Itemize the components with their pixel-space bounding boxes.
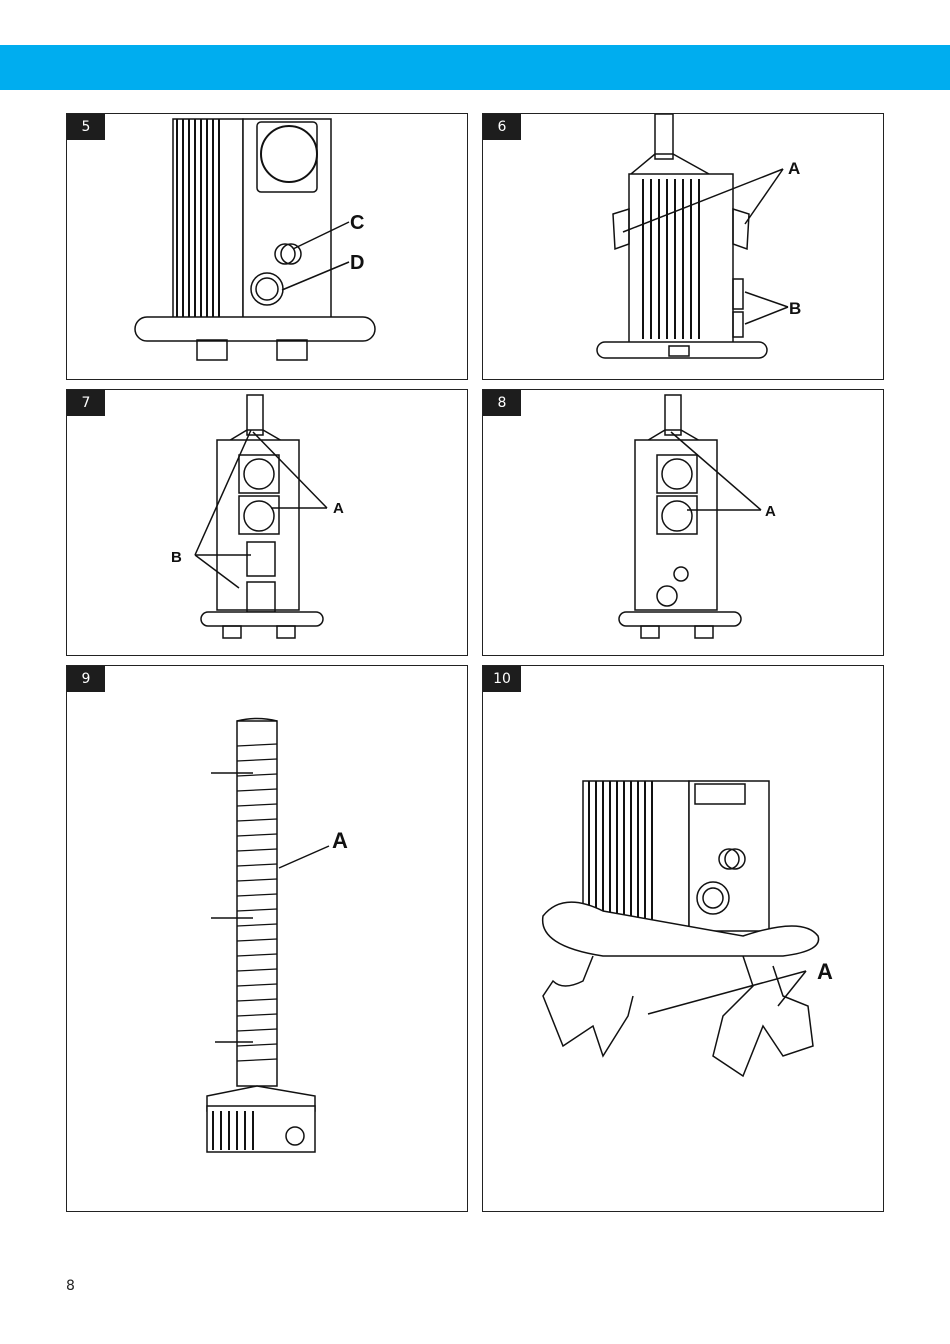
callout-label: A xyxy=(817,959,833,984)
figure-panel-10: 10 A xyxy=(482,665,884,1212)
illustration-cable-hooks: A xyxy=(483,666,884,1212)
page-number: 8 xyxy=(66,1278,75,1294)
illustration-socket-unit-with-switches: A xyxy=(483,390,884,656)
callout-label: A xyxy=(332,828,348,853)
figure-panel-6: 6 A B xyxy=(482,113,884,380)
figure-panel-8: 8 A xyxy=(482,389,884,656)
illustration-socket-unit: A B xyxy=(67,390,468,656)
callout-label: A xyxy=(765,503,776,520)
header-bar xyxy=(0,45,950,90)
callout-label: B xyxy=(789,299,801,318)
callout-label: D xyxy=(350,252,364,274)
illustration-cable-hose: A xyxy=(67,666,468,1212)
illustration-power-unit-front: A B xyxy=(483,114,884,380)
figure-panel-5: 5 C D xyxy=(66,113,468,380)
illustration-power-unit-side: C D xyxy=(67,114,468,380)
callout-label: A xyxy=(788,159,800,178)
figure-panel-7: 7 A B xyxy=(66,389,468,656)
callout-label: A xyxy=(333,500,344,517)
callout-label: B xyxy=(171,549,182,566)
callout-label: C xyxy=(350,212,364,234)
figure-panel-9: 9 xyxy=(66,665,468,1212)
